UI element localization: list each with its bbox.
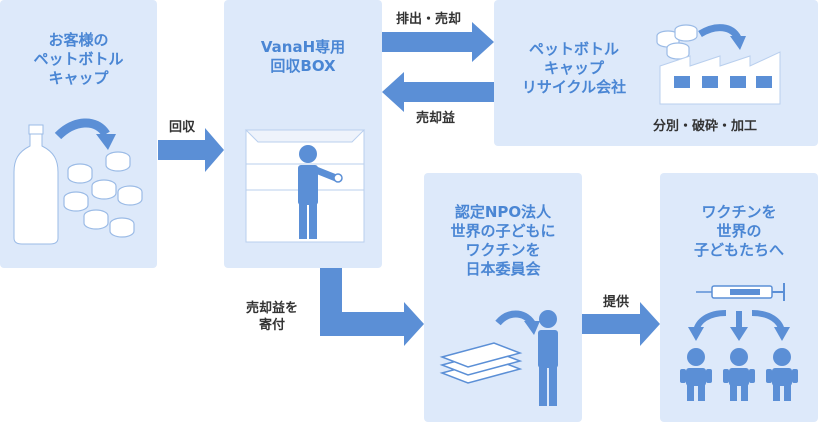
arrow-label-provide: 提供	[603, 295, 630, 310]
syringe-and-children-icon	[680, 283, 798, 401]
node-npo: 認定NPO法人 世界の子どもに ワクチンを 日本委員会	[424, 173, 582, 422]
node-customer-title: お客様の ペットボトル キャップ	[33, 31, 124, 87]
money-and-person-icon	[439, 310, 558, 406]
node-recycler-title: ペットボトル キャップ リサイクル会社	[521, 40, 627, 96]
node-vaccine-children: ワクチンを 世界の 子どもたちへ	[660, 173, 818, 422]
arrow-label-collect: 回収	[169, 120, 196, 135]
arrow-label-discharge-sell: 排出・売却	[396, 12, 462, 27]
bottle-and-caps-icon	[13, 118, 143, 245]
node-vanah-box: VanaH専用 回収BOX	[224, 0, 382, 268]
factory-icon	[656, 24, 781, 105]
arrow-label-sale-profit: 売却益	[416, 111, 456, 126]
node-npo-title: 認定NPO法人 世界の子どもに ワクチンを 日本委員会	[450, 203, 556, 278]
collection-box-icon	[244, 129, 366, 243]
node-vaccine-title: ワクチンを 世界の 子どもたちへ	[693, 203, 784, 259]
node-recycler: ペットボトル キャップ リサイクル会社 分別・破砕・加工	[494, 0, 818, 146]
arrow-label-donate: 売却益を 寄付	[246, 301, 299, 333]
node-vanah-title: VanaH専用 回収BOX	[260, 38, 346, 75]
node-customer: お客様の ペットボトル キャップ	[0, 0, 157, 268]
node-recycler-subtitle: 分別・破砕・加工	[653, 119, 758, 134]
